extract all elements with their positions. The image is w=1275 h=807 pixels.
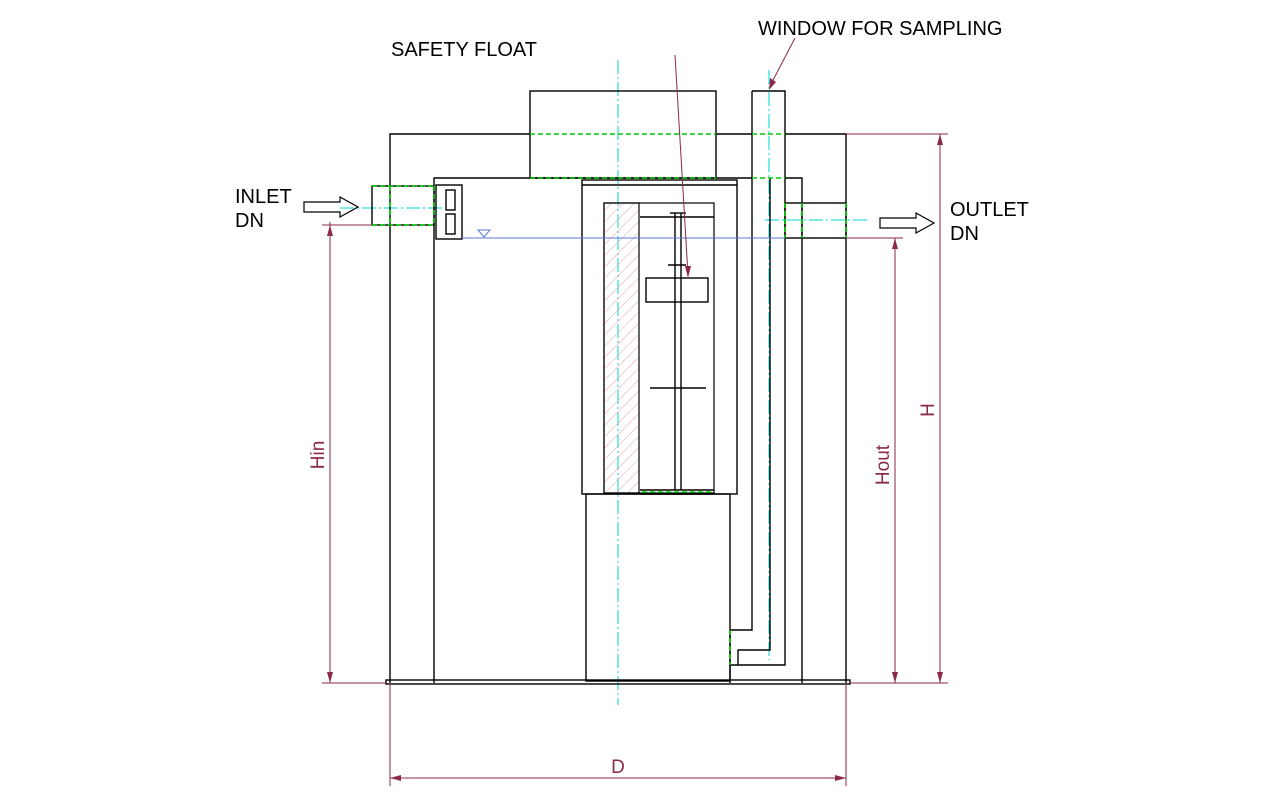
safety-float-label: SAFETY FLOAT	[391, 39, 537, 61]
inlet-label: INLET	[235, 186, 292, 208]
inlet-pipe	[371, 184, 463, 240]
inlet-arrow-icon	[303, 195, 360, 219]
water-level	[462, 229, 785, 239]
centerlines	[340, 60, 870, 705]
dimension-arrowheads	[327, 134, 943, 781]
leader-lines	[674, 37, 796, 276]
window-for-sampling-label: WINDOW FOR SAMPLING	[758, 18, 1002, 40]
h-dimension-label: H	[918, 403, 939, 417]
d-dimension-label: D	[611, 757, 625, 778]
safety-float-body	[645, 277, 709, 303]
dimension-lines	[322, 133, 948, 786]
outlet-arrow-icon	[879, 211, 936, 235]
hout-dimension-label: Hout	[873, 444, 894, 485]
outlet-label: OUTLET	[950, 199, 1029, 221]
sampling-pipe	[729, 90, 786, 683]
inner-module	[581, 179, 738, 682]
water-level-icon	[476, 229, 492, 238]
float-leader-arrowhead	[685, 266, 691, 278]
inlet-dn-label: DN	[235, 210, 264, 232]
hidden-edges	[372, 133, 847, 665]
outlet-dn-label: DN	[950, 223, 979, 245]
hatched-filter-panel	[603, 202, 640, 494]
window-leader-arrowhead	[769, 78, 776, 90]
hin-dimension-label: Hin	[308, 441, 329, 470]
